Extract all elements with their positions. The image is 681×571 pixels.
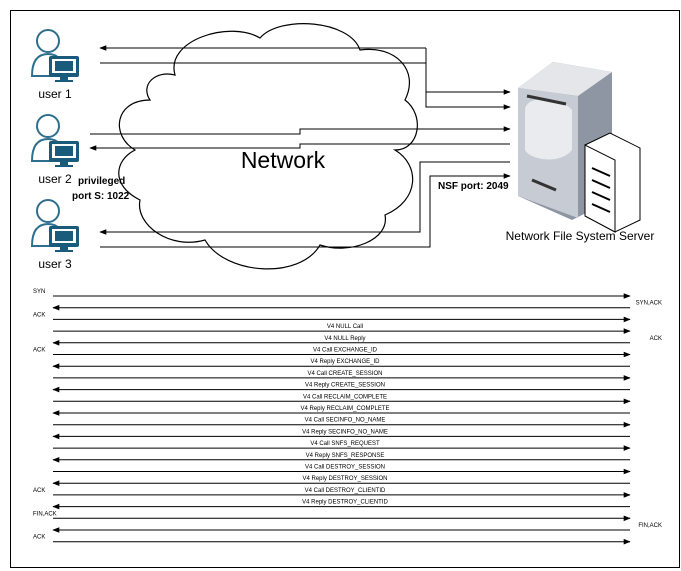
sequence-message: V4 Reply DESTROY_CLIENTID — [52, 500, 630, 510]
privileged-port-label: privileged — [78, 176, 125, 187]
network-label: Network — [241, 147, 326, 173]
connection-user-3-inbound — [99, 161, 510, 235]
message-left-label: ACK — [33, 535, 45, 541]
sequence-message: V4 Call SECINFO_NO_NAME — [53, 418, 631, 428]
message-label: V4 Reply DESTROY_SESSION — [302, 476, 387, 482]
message-label: V4 Call SECINFO_NO_NAME — [305, 418, 386, 424]
user-icon — [30, 114, 79, 167]
server-label: Network File System Server — [506, 229, 655, 243]
message-label: V4 Call DESTROY_SESSION — [305, 465, 385, 471]
sequence-message: V4 Call RECLAIM_COMPLETE — [53, 394, 631, 405]
connection-user-1-outbound-b — [100, 62, 511, 110]
sequence-message: V4 Call EXCHANGE_ID ACK — [33, 348, 631, 358]
message-label: V4 Call DESTROY_CLIENTID — [305, 488, 386, 494]
message-label: V4 Call CREATE_SESSION — [308, 371, 383, 377]
sequence-message: FIN,ACK — [52, 523, 662, 533]
sequence-message: ACK — [33, 535, 631, 545]
sequence-message: V4 Reply CREATE_SESSION — [52, 383, 630, 393]
sequence-message: V4 Reply RECLAIM_COMPLETE — [52, 406, 630, 416]
sequence-message: V4 Call DESTROY_SESSION — [53, 465, 631, 475]
connection-user-3-outbound — [100, 173, 511, 248]
message-label: V4 Reply CREATE_SESSION — [305, 383, 385, 389]
privileged-port-value: port S: 1022 — [72, 191, 130, 202]
sequence-message: V4 Call DESTROY_CLIENTID ACK — [33, 488, 631, 498]
sequence-message: V4 Reply DESTROY_SESSION — [52, 476, 630, 487]
message-right-label: SYN,ACK — [636, 301, 662, 307]
user-1 — [30, 29, 79, 82]
connection-user-2-inbound — [89, 143, 510, 151]
message-label: V4 NULL Call — [327, 324, 363, 330]
message-label: V4 Call EXCHANGE_ID — [313, 348, 378, 354]
user-3-label: user 3 — [38, 257, 72, 271]
server-port-label: NSF port: 2049 — [438, 181, 509, 192]
message-label: V4 Call RECLAIM_COMPLETE — [303, 394, 387, 400]
sequence-message: V4 Reply SNFS_RESPONSE — [52, 453, 630, 463]
message-label: V4 Reply DESTROY_CLIENTID — [302, 500, 388, 506]
user-3 — [30, 199, 79, 252]
user-icon — [30, 29, 79, 82]
user-1-label: user 1 — [38, 87, 72, 101]
sequence-message: V4 Reply SECINFO_NO_NAME — [52, 429, 630, 440]
message-left-label: FIN,ACK — [33, 511, 57, 517]
message-right-label: ACK — [650, 336, 662, 342]
message-label: V4 Reply SECINFO_NO_NAME — [302, 429, 388, 435]
message-left-label: ACK — [33, 488, 45, 494]
server-icon — [518, 62, 641, 233]
user-icon — [30, 199, 79, 252]
message-label: V4 Call SNFS_REQUEST — [310, 441, 380, 447]
network-connections — [89, 45, 511, 248]
message-label: V4 Reply RECLAIM_COMPLETE — [300, 406, 389, 412]
connection-user-2-outbound — [90, 126, 511, 135]
user-2-label: user 2 — [38, 172, 72, 186]
sequence-message: V4 Call CREATE_SESSION — [53, 371, 631, 381]
sequence-message: SYN,ACK — [52, 301, 662, 311]
sequence-message: V4 Call SNFS_REQUEST — [53, 441, 631, 451]
message-label: V4 NULL Reply — [324, 336, 365, 342]
message-left-label: SYN — [33, 289, 45, 295]
sequence-message: V4 Reply EXCHANGE_ID — [52, 359, 630, 370]
sequence-message: FIN,ACK — [33, 511, 631, 522]
sequence-message: V4 NULL Call — [53, 324, 631, 334]
message-label: V4 Reply EXCHANGE_ID — [310, 359, 380, 365]
sequence-message: V4 NULL Reply ACK — [52, 336, 662, 346]
message-left-label: ACK — [33, 348, 45, 354]
network-cloud — [118, 23, 418, 270]
connection-user-1-outbound-a — [425, 48, 511, 95]
message-label: V4 Reply SNFS_RESPONSE — [306, 453, 385, 459]
message-left-label: ACK — [33, 312, 45, 318]
message-right-label: FIN,ACK — [638, 523, 662, 529]
diagram-frame — [10, 10, 680, 568]
sequence-message: ACK — [33, 312, 631, 323]
sequence-message: SYN — [33, 289, 631, 299]
user-2 — [30, 114, 79, 167]
